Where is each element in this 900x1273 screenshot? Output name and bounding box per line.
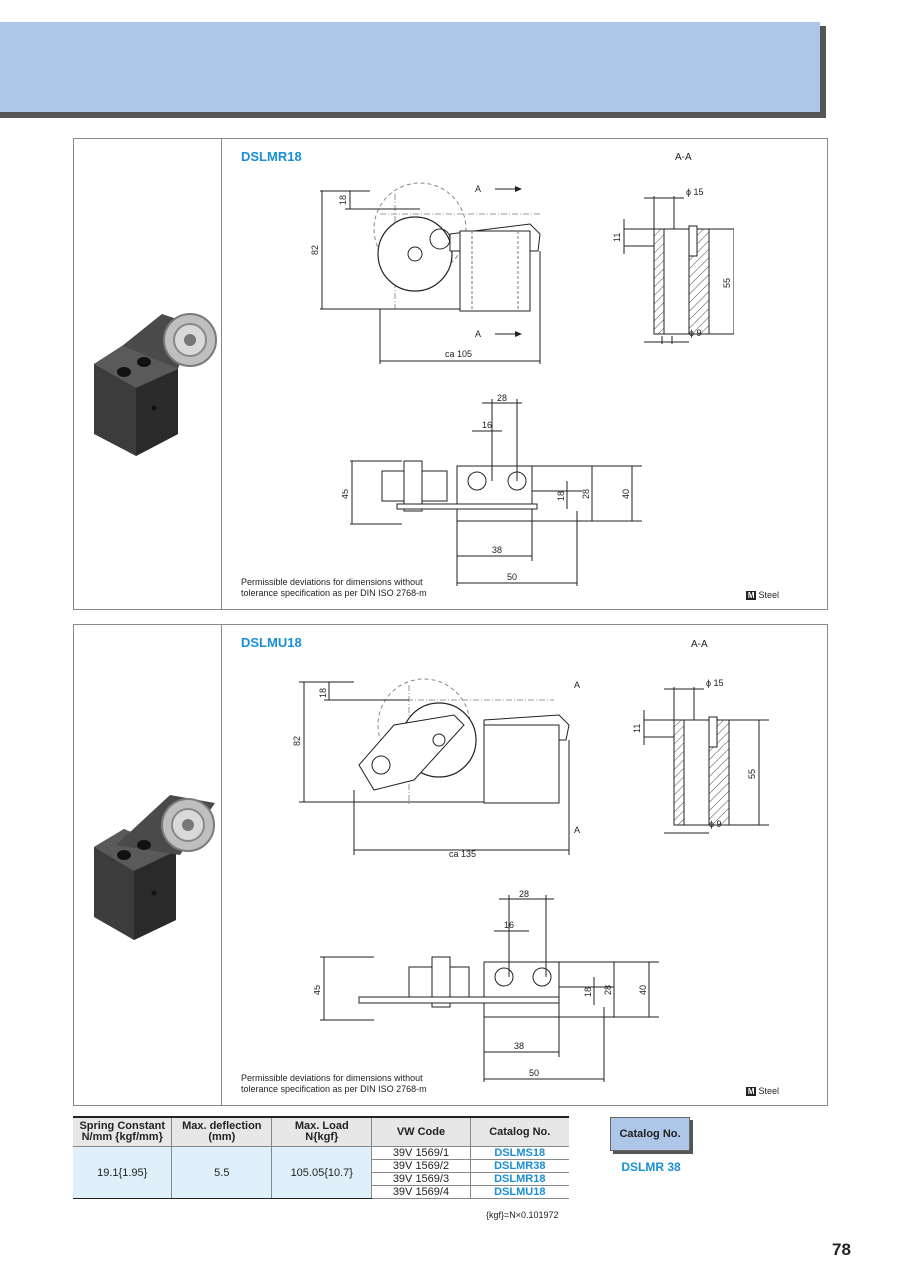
spring-constant-value: 19.1{1.95} — [73, 1146, 172, 1199]
top-view-drawing: 28 16 45 18 28 40 38 50 — [342, 393, 642, 586]
material-text: Steel — [758, 1086, 779, 1096]
side-view-drawing: A A 18 82 ca 135 — [292, 678, 580, 859]
header-banner — [0, 22, 820, 112]
dim-phi15: ϕ 15 — [686, 187, 704, 197]
product-panel-dslmr18: DSLMR18 A-A A A 18 82 ca 105 — [73, 138, 828, 610]
header-banner-shadow — [0, 112, 826, 118]
dim-40: 40 — [621, 489, 631, 499]
section-label: A-A — [675, 152, 692, 163]
dim-28: 28 — [497, 393, 507, 403]
dim-16: 16 — [482, 420, 492, 430]
top-view-drawing: 28 16 45 18 28 40 38 50 — [314, 889, 659, 1082]
section-arrow-label: A — [574, 825, 580, 835]
dim-18: 18 — [318, 688, 328, 698]
unit-conversion-note: {kgf}=N×0.101972 — [486, 1210, 559, 1220]
dim-11: 11 — [632, 724, 642, 733]
tolerance-note: Permissible deviations for dimensions wi… — [241, 577, 427, 599]
panel-title: DSLMU18 — [241, 635, 302, 650]
tolerance-note-line: tolerance specification as per DIN ISO 2… — [241, 1084, 427, 1094]
catalog-no-cell[interactable]: DSLMR38 — [469, 1159, 569, 1173]
table-row: 39V 1569/4 DSLMU18 — [73, 1185, 569, 1199]
material-icon: M — [745, 591, 757, 600]
dim-82: 82 — [310, 245, 320, 255]
side-view-drawing: A A 18 82 ca 105 — [310, 182, 541, 364]
dim-28: 28 — [603, 985, 613, 995]
dim-50: 50 — [529, 1068, 539, 1078]
panel-title: DSLMR18 — [241, 149, 302, 164]
catalog-no-button[interactable]: Catalog No. — [610, 1117, 690, 1151]
header-catalog-no: Catalog No. — [469, 1116, 569, 1147]
vw-code-cell: 39V 1569/4 — [371, 1185, 471, 1199]
catalog-no-cell[interactable]: DSLMR18 — [469, 1172, 569, 1186]
dim-28: 28 — [519, 889, 529, 899]
catalog-no-cell[interactable]: DSLMU18 — [469, 1185, 569, 1199]
panel-divider — [221, 139, 222, 609]
dim-16: 16 — [504, 920, 514, 930]
dim-55: 55 — [747, 769, 757, 779]
dim-82: 82 — [292, 736, 302, 746]
dim-overall: ca 135 — [449, 849, 476, 859]
table-row: 39V 1569/2 DSLMR38 — [73, 1159, 569, 1173]
dim-18: 18 — [583, 987, 593, 997]
header-vw-code: VW Code — [371, 1116, 471, 1147]
page-number: 78 — [832, 1240, 851, 1259]
dim-11: 11 — [612, 233, 622, 242]
product-panel-dslmu18: DSLMU18 A-A A A 18 82 ca 135 — [73, 624, 828, 1106]
catalog-no-value: DSLMR 38 — [621, 1160, 681, 1174]
tolerance-note-line: tolerance specification as per DIN ISO 2… — [241, 588, 427, 598]
tolerance-note-line: Permissible deviations for dimensions wi… — [241, 1073, 423, 1083]
dim-18: 18 — [338, 195, 348, 205]
dim-18: 18 — [556, 491, 566, 501]
tolerance-note-line: Permissible deviations for dimensions wi… — [241, 577, 423, 587]
vw-code-cell: 39V 1569/1 — [371, 1146, 471, 1160]
dim-55: 55 — [722, 278, 732, 288]
table-row: 19.1{1.95} 5.5 105.05{10.7} 39V 1569/1 D… — [73, 1146, 569, 1199]
section-view-drawing: ϕ 15 11 55 ϕ 9 — [612, 187, 734, 344]
dim-28: 28 — [581, 489, 591, 499]
dim-50: 50 — [507, 572, 517, 582]
max-deflection-value: 5.5 — [171, 1146, 272, 1199]
max-load-value: 105.05{10.7} — [271, 1146, 372, 1199]
vw-code-cell: 39V 1569/2 — [371, 1159, 471, 1173]
section-arrow-label: A — [574, 680, 580, 690]
vw-code-cell: 39V 1569/3 — [371, 1172, 471, 1186]
dim-phi15: ϕ 15 — [706, 678, 724, 688]
section-label: A-A — [691, 639, 708, 650]
tolerance-note: Permissible deviations for dimensions wi… — [241, 1073, 427, 1095]
header-banner-shadow-side — [820, 26, 826, 118]
dim-45: 45 — [342, 489, 350, 499]
panel-divider — [221, 625, 222, 1105]
dim-phi9: ϕ 9 — [689, 328, 702, 338]
dim-overall: ca 105 — [445, 349, 472, 359]
section-arrow-label: A — [475, 329, 481, 339]
table-row: 39V 1569/3 DSLMR18 — [73, 1172, 569, 1186]
section-arrow-label: A — [475, 184, 481, 194]
dim-38: 38 — [492, 545, 502, 555]
material-icon: M — [745, 1087, 757, 1096]
catalog-no-cell[interactable]: DSLMS18 — [469, 1146, 569, 1160]
header-max-deflection: Max. deflection(mm) — [171, 1116, 272, 1147]
product-photo — [94, 313, 217, 456]
material-text: Steel — [758, 590, 779, 600]
dim-38: 38 — [514, 1041, 524, 1051]
dim-40: 40 — [638, 985, 648, 995]
dim-45: 45 — [314, 985, 322, 995]
section-view-drawing: ϕ 15 11 55 ϕ 9 — [632, 678, 769, 834]
dim-phi9: ϕ 9 — [709, 819, 722, 829]
product-photo — [94, 795, 215, 940]
